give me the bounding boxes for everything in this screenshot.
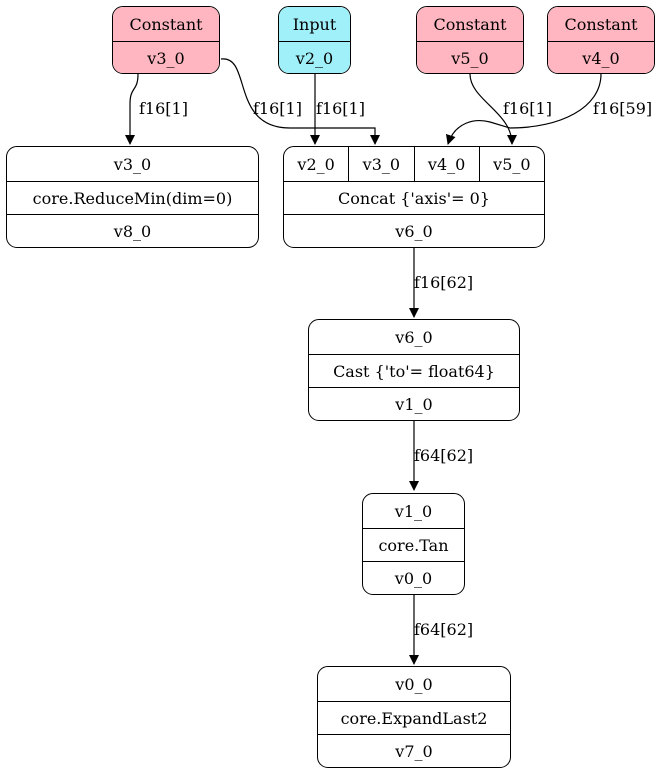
node-op: core.Tan bbox=[363, 528, 464, 561]
edge-v4-to-concat bbox=[445, 73, 602, 145]
node-value: v4_0 bbox=[548, 41, 654, 73]
edge-label: f16[1] bbox=[139, 99, 188, 118]
constant-node-v5[interactable]: Constant v5_0 bbox=[416, 6, 524, 74]
node-header: Constant bbox=[548, 7, 654, 41]
edge-v3-to-reducemin bbox=[125, 73, 139, 145]
cast-node[interactable]: v6_0 Cast {'to'= float64} v1_0 bbox=[308, 319, 520, 421]
concat-input-cell: v5_0 bbox=[478, 147, 544, 181]
edge-label: f16[62] bbox=[414, 273, 474, 292]
constant-node-v3[interactable]: Constant v3_0 bbox=[112, 6, 220, 74]
node-input: v3_0 bbox=[113, 154, 152, 174]
node-inputs: v2_0 v3_0 v4_0 v5_0 bbox=[284, 147, 544, 181]
input-node-v2[interactable]: Input v2_0 bbox=[278, 6, 351, 74]
node-value: v5_0 bbox=[417, 41, 523, 73]
concat-input-cell: v4_0 bbox=[413, 147, 479, 181]
concat-node[interactable]: v2_0 v3_0 v4_0 v5_0 Concat {'axis'= 0} v… bbox=[283, 146, 545, 248]
node-output: v7_0 bbox=[318, 734, 510, 767]
edge-label: f64[62] bbox=[414, 620, 474, 639]
edge-label: f16[1] bbox=[253, 99, 302, 118]
edge-label: f16[1] bbox=[316, 99, 365, 118]
node-input: v0_0 bbox=[395, 674, 433, 694]
node-header: Constant bbox=[417, 7, 523, 41]
node-value: v3_0 bbox=[113, 41, 219, 73]
node-op: Cast {'to'= float64} bbox=[309, 354, 519, 387]
node-header: Input bbox=[279, 7, 350, 41]
concat-input-cell: v3_0 bbox=[348, 147, 413, 181]
concat-input-cell: v2_0 bbox=[297, 154, 335, 174]
node-op: core.ReduceMin(dim=0) bbox=[7, 181, 258, 214]
edge-label: f16[1] bbox=[503, 99, 552, 118]
node-output: v8_0 bbox=[7, 214, 258, 247]
node-input: v6_0 bbox=[395, 327, 433, 347]
edge-v3-to-concat bbox=[220, 58, 380, 145]
expandlast2-node[interactable]: v0_0 core.ExpandLast2 v7_0 bbox=[317, 666, 511, 768]
reducemin-node[interactable]: v3_0 core.ReduceMin(dim=0) v8_0 bbox=[6, 146, 259, 248]
edge-label: f16[59] bbox=[593, 99, 653, 118]
constant-node-v4[interactable]: Constant v4_0 bbox=[547, 6, 655, 74]
node-op: core.ExpandLast2 bbox=[318, 701, 510, 734]
node-output: v6_0 bbox=[284, 214, 544, 247]
node-op: Concat {'axis'= 0} bbox=[284, 181, 544, 214]
node-output: v1_0 bbox=[309, 387, 519, 420]
tan-node[interactable]: v1_0 core.Tan v0_0 bbox=[362, 493, 465, 595]
node-input: v1_0 bbox=[394, 501, 433, 521]
edge-v5-to-concat bbox=[469, 73, 517, 145]
node-header: Constant bbox=[113, 7, 219, 41]
node-output: v0_0 bbox=[363, 561, 464, 594]
edge-label: f64[62] bbox=[414, 446, 474, 465]
node-value: v2_0 bbox=[279, 41, 350, 73]
